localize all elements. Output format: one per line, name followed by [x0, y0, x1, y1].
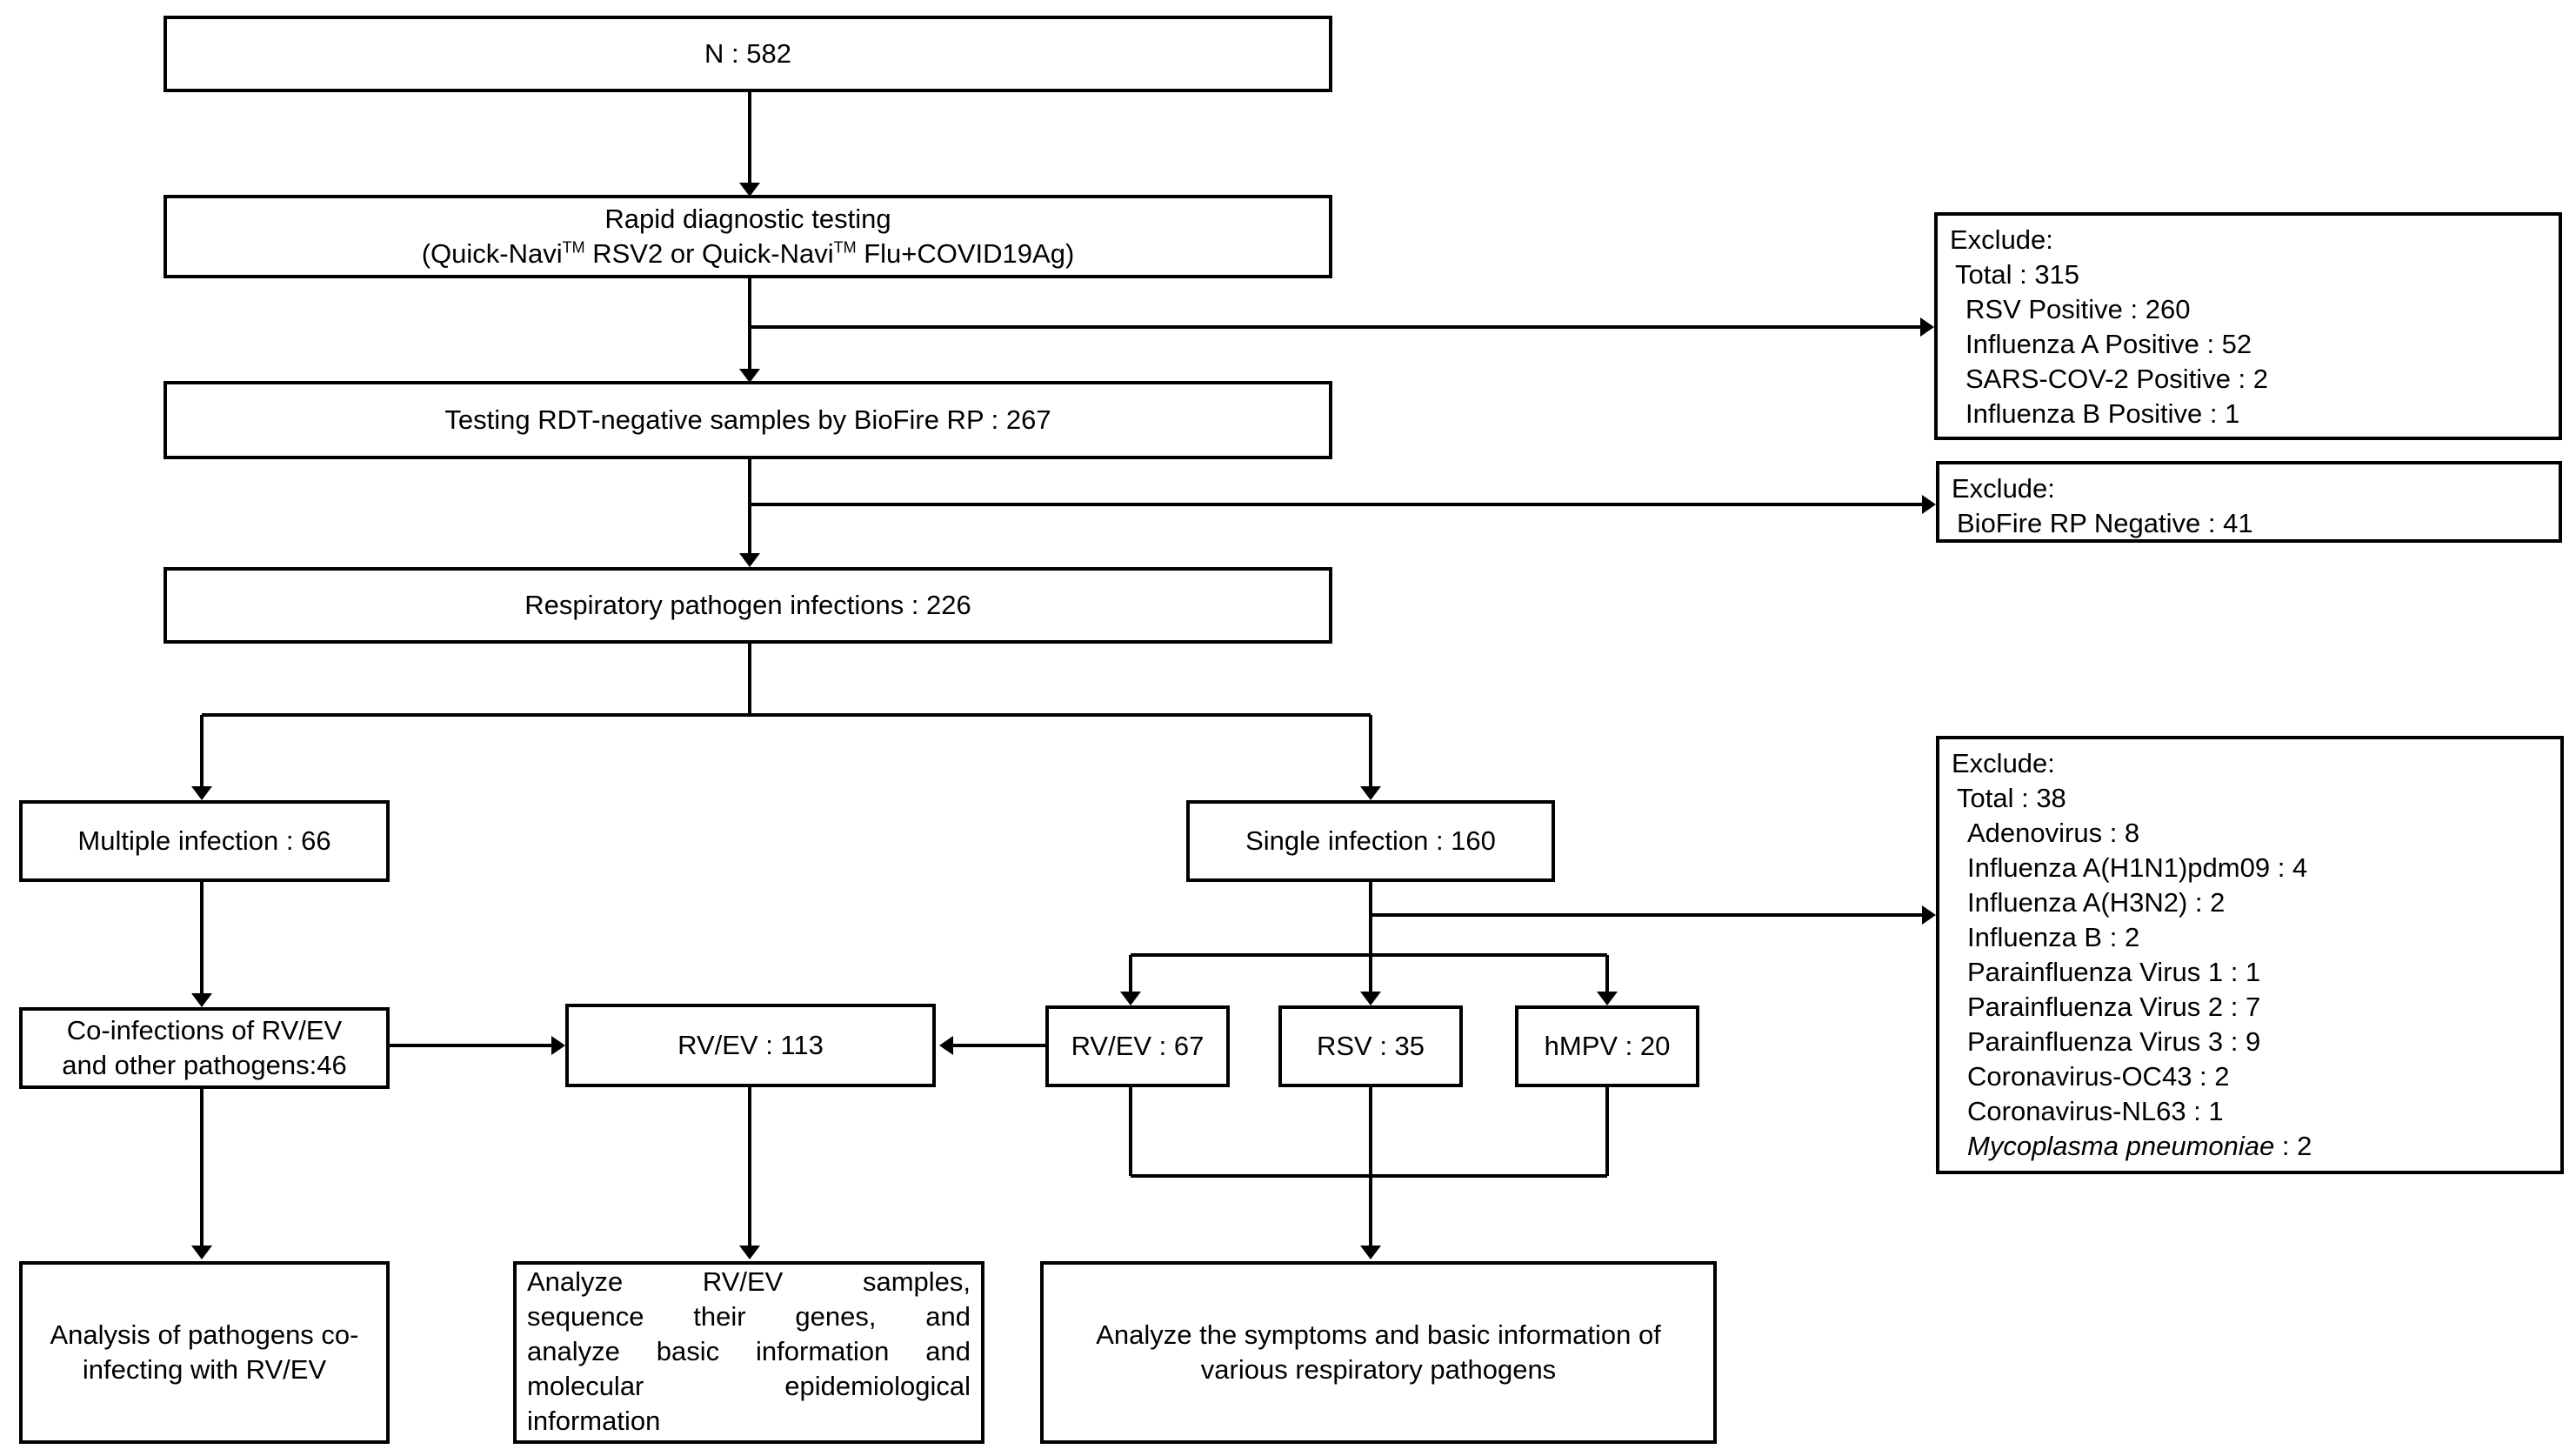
- exclude-biofire-title: Exclude:: [1952, 473, 2055, 504]
- single-infection-label: Single infection : 160: [1245, 825, 1496, 856]
- exclude-single-total: Total : 38: [1957, 783, 2066, 813]
- rsv-box: RSV : 35: [1278, 1005, 1463, 1087]
- mycoplasma-name: Mycoplasma pneumoniae: [1967, 1131, 2275, 1161]
- exclude-rdt-title: Exclude:: [1950, 224, 2053, 255]
- exclude-single-item: Adenovirus : 8: [1967, 818, 2140, 848]
- exclude-single-item: Parainfluenza Virus 1 : 1: [1967, 957, 2261, 987]
- arrowhead-rvev67: [1120, 992, 1141, 1005]
- arrowhead-coinf-to-rvev113: [551, 1036, 565, 1055]
- arrowhead-exclude3: [1922, 905, 1936, 925]
- mycoplasma-count: : 2: [2274, 1131, 2312, 1161]
- exclude-biofire-item: BioFire RP Negative : 41: [1957, 508, 2253, 538]
- arrowhead-exclude1: [1920, 317, 1934, 337]
- analyze-rvev-box: Analyze RV/EV samples, sequence their gen…: [513, 1261, 984, 1444]
- single-infection-box: Single infection : 160: [1186, 800, 1555, 882]
- analysis-coinfection-line1: Analysis of pathogens co-: [50, 1319, 359, 1350]
- multiple-infection-label: Multiple infection : 66: [77, 825, 331, 856]
- exclude-single-box: Exclude: Total : 38 Adenovirus : 8 Influ…: [1936, 736, 2564, 1174]
- arrowhead-hmpv: [1597, 992, 1618, 1005]
- arrowhead-rvev67-to-rvev113: [939, 1036, 953, 1055]
- respiratory-infections-box: Respiratory pathogen infections : 226: [164, 567, 1332, 644]
- analyze-symptoms-line1: Analyze the symptoms and basic informati…: [1096, 1319, 1661, 1350]
- rapid-testing-title: Rapid diagnostic testing: [604, 204, 891, 234]
- total-samples-label: N : 582: [704, 38, 791, 69]
- trademark-1: TM: [562, 238, 585, 257]
- exclude-single-item: Influenza B : 2: [1967, 922, 2140, 952]
- arrowhead-multiple: [191, 786, 212, 800]
- total-samples-box: N : 582: [164, 16, 1332, 92]
- rsv-label: RSV : 35: [1316, 1031, 1425, 1061]
- exclude-rdt-item: SARS-COV-2 Positive : 2: [1965, 364, 2269, 394]
- exclude-single-item: Coronavirus-NL63 : 1: [1967, 1096, 2224, 1126]
- rvev-single-box: RV/EV : 67: [1045, 1005, 1230, 1087]
- analyze-rvev-text: Analyze RV/EV samples, sequence their gen…: [517, 1265, 981, 1439]
- analyze-rvev-line: sequence their genes, and: [527, 1301, 971, 1332]
- hmpv-box: hMPV : 20: [1515, 1005, 1699, 1087]
- rapid-testing-box: Rapid diagnostic testing (Quick-NaviTM R…: [164, 195, 1332, 278]
- exclude-rdt-item: Influenza B Positive : 1: [1965, 398, 2240, 429]
- arrowhead-exclude2: [1922, 495, 1936, 514]
- arrowhead-biofire-to-respiratory: [739, 553, 760, 567]
- arrowhead-coinf-analysis: [191, 1246, 212, 1259]
- exclude-rdt-box: Exclude: Total : 315 RSV Positive : 260 …: [1934, 212, 2562, 440]
- analyze-symptoms-line2: various respiratory pathogens: [1200, 1354, 1557, 1385]
- exclude-single-item-mycoplasma: Mycoplasma pneumoniae : 2: [1952, 1129, 2548, 1164]
- analysis-coinfection-box: Analysis of pathogens co- infecting with…: [19, 1261, 390, 1444]
- arrowhead-rsv: [1360, 992, 1381, 1005]
- rvev-single-label: RV/EV : 67: [1071, 1031, 1205, 1061]
- arrowhead-single: [1360, 786, 1381, 800]
- exclude-single-item: Coronavirus-OC43 : 2: [1967, 1061, 2230, 1092]
- rapid-testing-kits: (Quick-NaviTM RSV2 or Quick-NaviTM Flu+C…: [422, 237, 1075, 271]
- exclude-single-item: Influenza A(H1N1)pdm09 : 4: [1967, 852, 2308, 883]
- multiple-infection-box: Multiple infection : 66: [19, 800, 390, 882]
- coinfections-line2: and other pathogens:46: [62, 1050, 347, 1080]
- exclude-single-title: Exclude:: [1952, 748, 2055, 778]
- arrowhead-n-to-rdt: [739, 183, 760, 197]
- exclude-single-item: Parainfluenza Virus 2 : 7: [1967, 992, 2261, 1022]
- arrowhead-coinf: [191, 993, 212, 1007]
- exclude-single-item: Parainfluenza Virus 3 : 9: [1967, 1026, 2261, 1057]
- respiratory-infections-label: Respiratory pathogen infections : 226: [524, 590, 971, 620]
- coinfections-line1: Co-infections of RV/EV: [66, 1015, 343, 1045]
- exclude-single-item: Influenza A(H3N2) : 2: [1967, 887, 2226, 918]
- exclude-biofire-box: Exclude: BioFire RP Negative : 41: [1936, 461, 2562, 543]
- hmpv-label: hMPV : 20: [1544, 1031, 1671, 1061]
- analyze-rvev-line: Analyze RV/EV samples,: [527, 1266, 971, 1297]
- analyze-rvev-line: molecular epidemiological: [527, 1371, 971, 1401]
- analyze-symptoms-box: Analyze the symptoms and basic informati…: [1040, 1261, 1717, 1444]
- biofire-testing-box: Testing RDT-negative samples by BioFire …: [164, 381, 1332, 459]
- arrowhead-rdt-to-biofire: [739, 369, 760, 383]
- exclude-rdt-total: Total : 315: [1955, 259, 2080, 290]
- arrowhead-symptoms: [1360, 1246, 1381, 1259]
- rvev-total-box: RV/EV : 113: [565, 1004, 936, 1087]
- arrowhead-rvev113-analyze: [739, 1246, 760, 1259]
- analysis-coinfection-line2: infecting with RV/EV: [82, 1354, 327, 1385]
- rvev-total-label: RV/EV : 113: [677, 1030, 824, 1060]
- analyze-rvev-line: analyze basic information and: [527, 1336, 971, 1366]
- exclude-rdt-item: Influenza A Positive : 52: [1965, 329, 2252, 359]
- trademark-2: TM: [833, 238, 857, 257]
- kit-text-a: (Quick-Navi: [421, 238, 563, 269]
- analyze-rvev-line: information: [527, 1406, 661, 1436]
- biofire-testing-label: Testing RDT-negative samples by BioFire …: [444, 404, 1051, 435]
- exclude-rdt-item: RSV Positive : 260: [1965, 294, 2191, 324]
- coinfections-box: Co-infections of RV/EV and other pathoge…: [19, 1007, 390, 1089]
- kit-text-c: Flu+COVID19Ag): [856, 238, 1075, 269]
- kit-text-b: RSV2 or Quick-Navi: [584, 238, 834, 269]
